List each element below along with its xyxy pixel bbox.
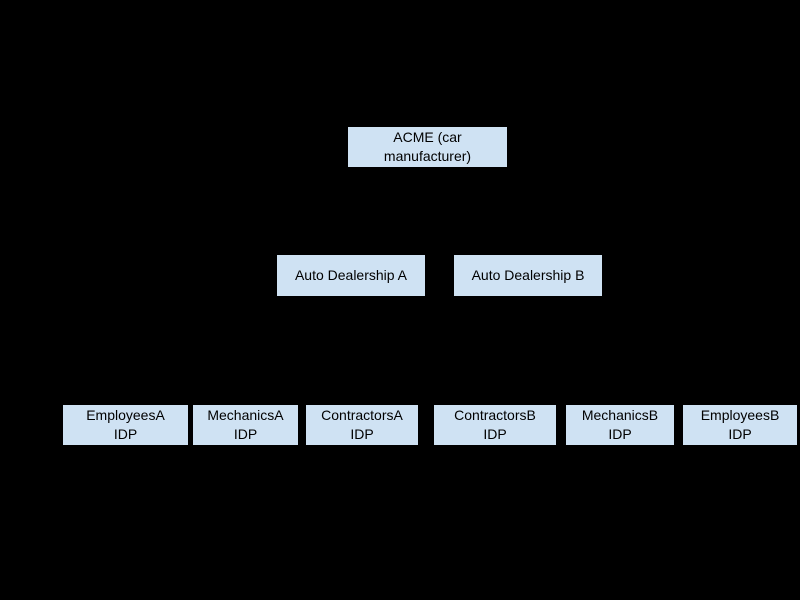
node-mechanics-b-idp-label: MechanicsB IDP <box>581 407 659 442</box>
node-auto-dealership-a-label: Auto Dealership A <box>294 267 408 283</box>
node-employees-b-idp-label: EmployeesB IDP <box>700 407 780 442</box>
node-contractors-b-idp-label: ContractorsB IDP <box>454 407 536 442</box>
node-employees-a-idp: EmployeesA IDP <box>63 405 188 445</box>
node-contractors-a-idp: ContractorsA IDP <box>306 405 418 445</box>
node-auto-dealership-b: Auto Dealership B <box>454 255 602 296</box>
node-mechanics-a-idp-label: MechanicsA IDP <box>207 407 284 442</box>
node-auto-dealership-b-label: Auto Dealership B <box>471 267 585 283</box>
node-contractors-b-idp: ContractorsB IDP <box>434 405 556 445</box>
node-acme: ACME (car manufacturer) <box>348 127 507 167</box>
node-employees-a-idp-label: EmployeesA IDP <box>86 407 165 442</box>
node-mechanics-a-idp: MechanicsA IDP <box>193 405 298 445</box>
node-mechanics-b-idp: MechanicsB IDP <box>566 405 674 445</box>
node-employees-b-idp: EmployeesB IDP <box>683 405 797 445</box>
node-auto-dealership-a: Auto Dealership A <box>277 255 425 296</box>
node-contractors-a-idp-label: ContractorsA IDP <box>321 407 403 442</box>
node-acme-label: ACME (car manufacturer) <box>383 129 472 164</box>
